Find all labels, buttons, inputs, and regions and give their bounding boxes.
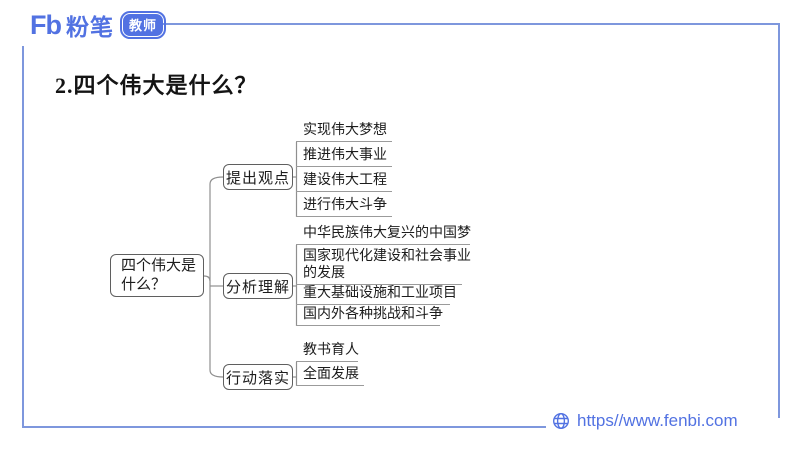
branch-3-leaves: 教书育人 全面发展 <box>296 337 364 386</box>
mindmap-leaf-node: 国家现代化建设和社会事业 的发展 <box>296 245 471 285</box>
frame-right-line <box>778 23 780 418</box>
footer: https//www.fenbi.com <box>552 411 738 431</box>
mindmap-leaf-node: 重大基础设施和工业项目 <box>296 285 457 305</box>
frame-bottom-line <box>22 426 546 428</box>
mindmap-leaf-node: 进行伟大斗争 <box>296 192 392 217</box>
frame-left-line <box>22 46 24 428</box>
mindmap-branch-node-3: 行动落实 <box>223 364 293 390</box>
branch-2-leaves: 中华民族伟大复兴的中国梦 国家现代化建设和社会事业 的发展 重大基础设施和工业项… <box>296 219 471 326</box>
mindmap-leaf-node: 推进伟大事业 <box>296 142 392 167</box>
mindmap-leaf-node: 实现伟大梦想 <box>296 117 392 142</box>
page-title: 2.四个伟大是什么？ <box>55 73 258 98</box>
mindmap-branch-node-1: 提出观点 <box>223 164 293 190</box>
mindmap-branch-node-2: 分析理解 <box>223 273 293 299</box>
globe-icon <box>552 412 570 430</box>
mindmap-leaf-node: 全面发展 <box>296 362 364 386</box>
mindmap-leaf-node: 建设伟大工程 <box>296 167 392 192</box>
mindmap-leaf-node: 教书育人 <box>296 337 359 362</box>
brand-name: 粉笔 <box>66 14 114 40</box>
brand-badge: 教师 <box>120 11 167 39</box>
mindmap-leaf-node: 国内外各种挑战和斗争 <box>296 305 443 326</box>
brand-badge-label: 教师 <box>123 14 164 36</box>
brand-logo: Fb 粉笔 教师 <box>30 9 167 41</box>
frame-top-line <box>157 23 780 25</box>
branch-1-leaves: 实现伟大梦想 推进伟大事业 建设伟大工程 进行伟大斗争 <box>296 117 392 217</box>
mindmap-leaf-node: 中华民族伟大复兴的中国梦 <box>296 219 471 245</box>
fenbi-logo-icon: Fb <box>30 10 62 40</box>
footer-url: https//www.fenbi.com <box>577 411 738 430</box>
mindmap-diagram: 四个伟大是 什么？ 提出观点 分析理解 行动落实 实现伟大梦想 推进伟大事业 建… <box>100 110 520 410</box>
connector-lines <box>203 142 298 386</box>
mindmap-root-node: 四个伟大是 什么？ <box>110 254 204 297</box>
